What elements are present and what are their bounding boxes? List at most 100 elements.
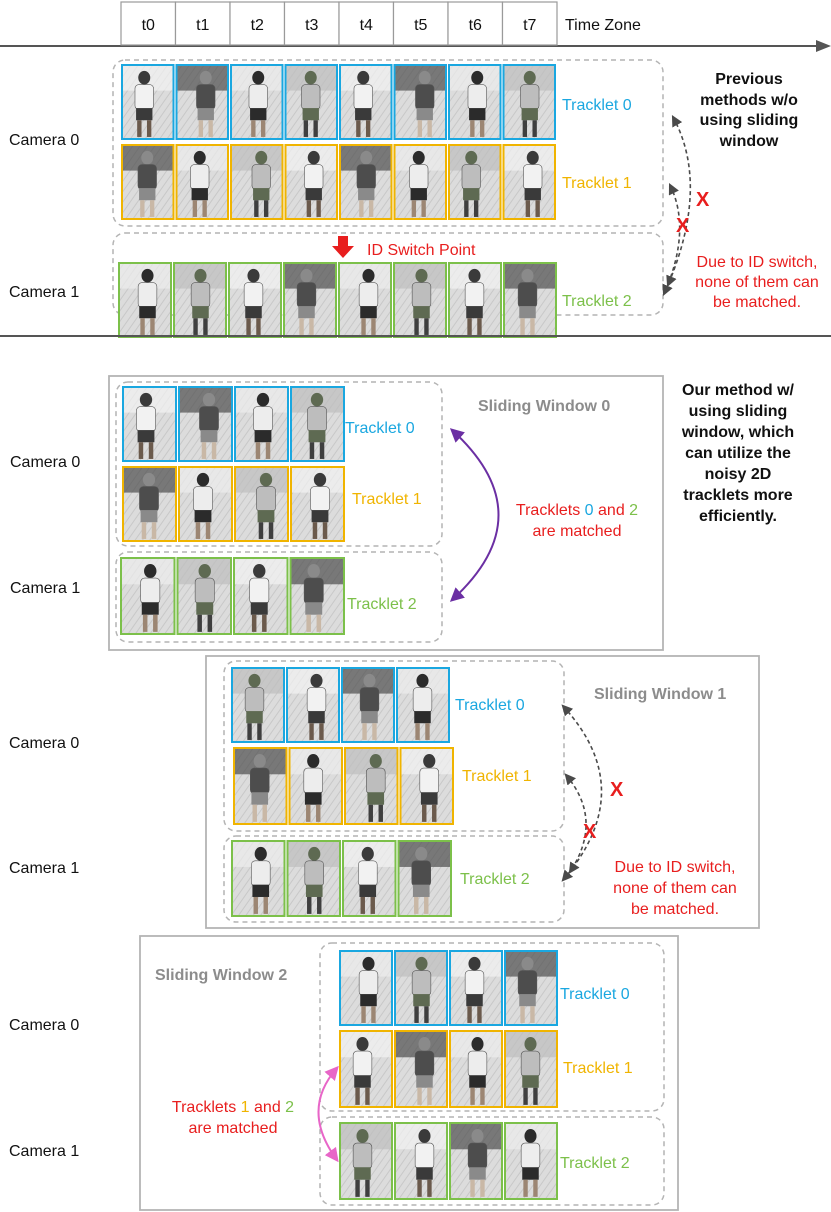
tracklet-frame [118,262,172,338]
match-note-line2: are matched [533,523,622,540]
tracklet-frame [290,466,345,542]
window-frame [205,655,760,929]
tracklet-frame [341,667,395,743]
camera1-label: Camera 1 [9,860,79,877]
group-camera1-box [223,835,565,923]
tracklet-frame [393,64,447,140]
fail-x-icon: X [696,189,710,211]
svg-text:window, which: window, which [681,424,794,441]
match-arrow-outer [666,115,692,288]
tracklet-frame [394,1122,448,1200]
tracklet-frame [393,144,447,220]
tracklet-frame [504,1122,558,1200]
tracklet-frame [175,144,229,220]
tracklet-frame [394,1030,448,1108]
tracklet-frame [122,466,177,542]
tracklet-frame [178,386,233,462]
match-arrow-inner [564,773,587,874]
group-camera0-box [319,942,665,1112]
tracklet1-frames [233,747,454,825]
timeline-label: t3 [305,17,318,34]
tracklet1-frames [121,144,556,220]
camera1-label: Camera 1 [9,284,79,301]
tracklet1-frames [122,466,345,542]
fail-x-icon: X [610,779,624,801]
tracklet-frame [234,466,289,542]
sliding-window-2: Sliding Window 2 Camera 0 Camera 1 Track… [9,935,679,1211]
tracklet-frame [393,262,447,338]
tracklet-frame [449,1030,503,1108]
tracklet-frame [175,64,229,140]
tracklet0-frames [122,386,345,462]
tracklet-frame [231,667,285,743]
id-switch-arrow-icon [332,236,354,258]
tracklet0-label: Tracklet 0 [345,420,415,437]
tracklet-frame [338,262,392,338]
svg-text:using sliding: using sliding [700,112,799,129]
tracklet-frame [504,950,558,1026]
group-camera0-box [112,59,664,227]
tracklet-frame [289,557,345,635]
window-frame [108,375,664,651]
tracklet1-label: Tracklet 1 [563,1060,633,1077]
tracklet-frame [283,262,337,338]
camera0-label: Camera 0 [9,1017,79,1034]
tracklet2-frames [120,557,345,635]
tracklet1-label: Tracklet 1 [352,491,422,508]
tracklet-frame [121,144,175,220]
tracklet-frame [339,144,393,220]
tracklet-frame [339,950,393,1026]
tracklet2-label: Tracklet 2 [347,596,417,613]
svg-text:Previous: Previous [715,71,783,88]
id-switch-fail-note: Due to ID switch, none of them can be ma… [613,859,737,918]
camera0-label: Camera 0 [9,735,79,752]
match-arrow-inner [662,182,681,297]
tracklet-frame [120,557,176,635]
tracklet-frame [449,950,503,1026]
tracklet-frame [121,64,175,140]
tracklet-frame [448,144,502,220]
tracklet-frame [284,64,338,140]
tracklet-frame [286,840,341,917]
tracklet-frame [178,466,233,542]
tracklet-frame [173,262,227,338]
tracklet-frame [233,557,289,635]
tracklet0-label: Tracklet 0 [455,697,525,714]
camera0-label: Camera 0 [9,132,79,149]
tracklet-frame [396,667,450,743]
svg-text:none of them can: none of them can [613,880,737,897]
tracklet-frame [502,64,556,140]
tracklet-frame [449,1122,503,1200]
svg-text:Due to ID switch,: Due to ID switch, [615,859,736,876]
tracklet1-label: Tracklet 1 [562,175,632,192]
camera1-label: Camera 1 [9,1143,79,1160]
tracklet-frame [230,144,284,220]
tracklet0-label: Tracklet 0 [560,986,630,1003]
tracklet-frame [448,64,502,140]
timeline-label: t1 [196,17,209,34]
fail-x-icon: X [583,821,597,843]
tracklet0-frames [121,64,556,140]
tracklet-frame [286,667,340,743]
timeline-label: t5 [414,17,427,34]
timeline-cell [174,1,231,46]
tracklet2-label: Tracklet 2 [560,1155,630,1172]
tracklet-frame [122,386,177,462]
tracklet-frame [230,64,284,140]
tracklet0-frames [231,667,450,743]
tracklet-frame [397,840,452,917]
tracklet-frame [228,262,282,338]
tracklet-frame [344,747,399,825]
timeline-label: t6 [469,17,482,34]
tracklet-frame [504,1030,558,1108]
tracklet-frame [502,144,556,220]
svg-text:noisy 2D: noisy 2D [705,466,772,483]
svg-text:efficiently.: efficiently. [699,508,777,525]
tracklet-frame [503,262,557,338]
tracklet2-frames [118,262,557,338]
match-note: Tracklets 0 and 2 [516,502,638,519]
svg-text:methods w/o: methods w/o [700,92,798,109]
tracklet1-label: Tracklet 1 [462,768,532,785]
